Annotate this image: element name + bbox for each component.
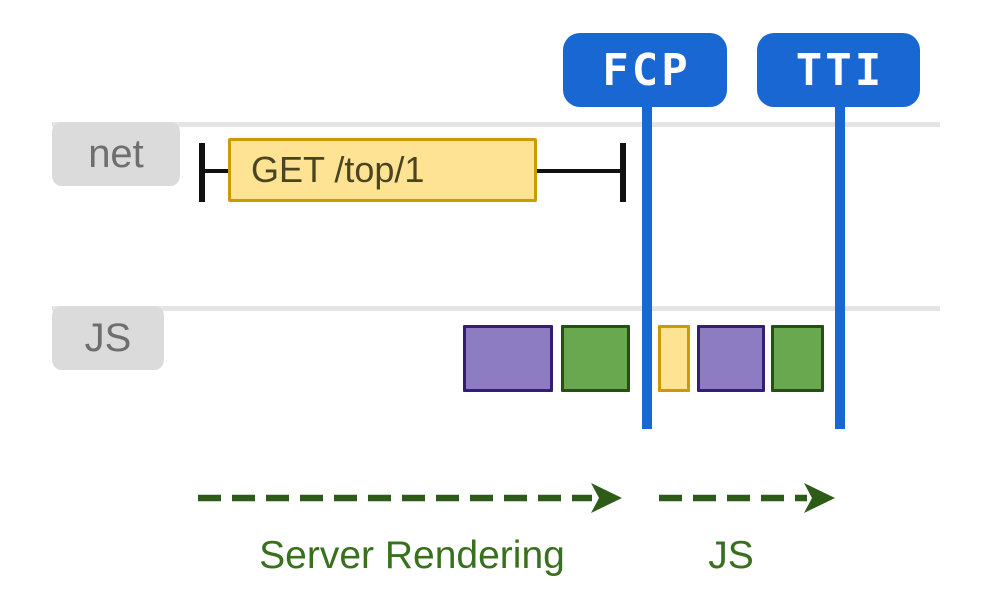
fcp-marker-line	[642, 100, 652, 429]
js-track-line	[52, 306, 940, 311]
js-phase-label: JS	[708, 534, 754, 577]
server-rendering-phase-label: Server Rendering	[259, 534, 565, 577]
js-phase-arrow	[659, 483, 835, 513]
js-task-block-yellow	[658, 325, 690, 392]
net-track-label: net	[88, 131, 144, 176]
network-request-label: GET /top/1	[251, 149, 425, 190]
net-track-tab: net	[52, 122, 180, 186]
request-end-connector	[537, 169, 620, 173]
tti-badge-label: TTI	[795, 44, 885, 96]
js-track-label: JS	[84, 315, 132, 360]
fcp-badge: FCP	[563, 33, 727, 107]
request-end-tick	[620, 143, 626, 202]
network-request-box: GET /top/1	[228, 138, 537, 202]
js-task-block-green	[561, 325, 630, 392]
js-task-block-purple	[463, 325, 553, 392]
fcp-badge-label: FCP	[602, 44, 691, 96]
js-task-block-green	[771, 325, 824, 392]
net-track-line	[52, 122, 940, 127]
tti-badge: TTI	[757, 33, 920, 107]
js-task-block-purple	[697, 325, 765, 392]
server-rendering-arrow	[198, 483, 622, 513]
phase-arrows	[198, 483, 835, 513]
request-start-connector	[205, 169, 228, 173]
tti-marker-line	[835, 100, 845, 429]
request-start-tick	[199, 143, 205, 202]
js-track-tab: JS	[52, 306, 164, 370]
